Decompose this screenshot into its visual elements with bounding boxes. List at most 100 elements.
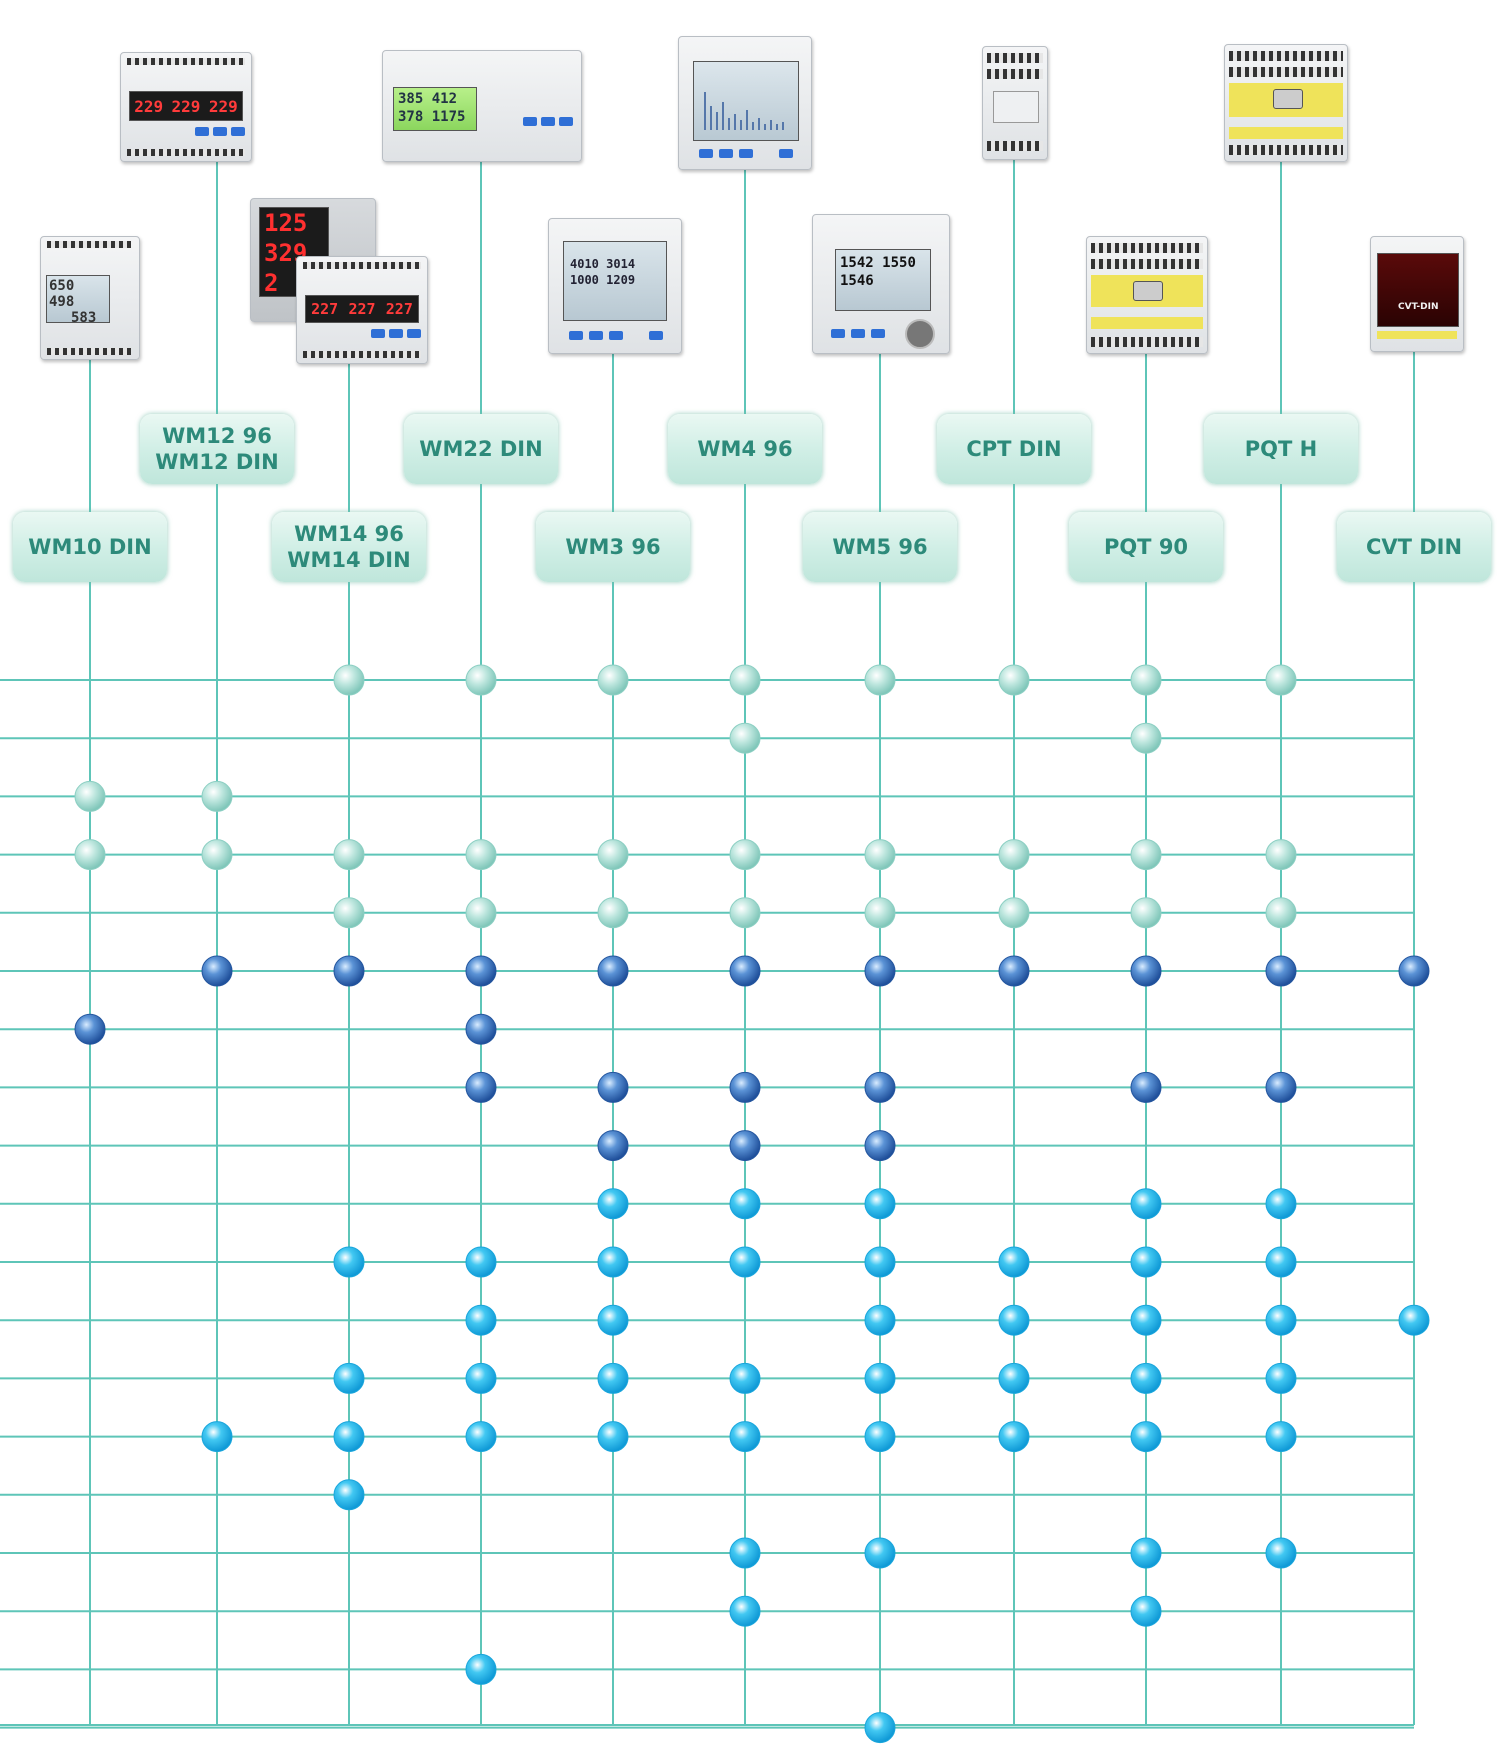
- label-wm5: WM5 96: [803, 512, 957, 582]
- feature-dot-pqth-row-10: [1265, 1188, 1297, 1220]
- wm5-readout-1: 1542: [840, 255, 874, 271]
- feature-dot-pqt90-row-4: [1130, 839, 1162, 871]
- feature-dot-pqth-row-14: [1265, 1421, 1297, 1453]
- feature-dot-wm14-row-4: [333, 839, 365, 871]
- device-button: [719, 149, 733, 158]
- label-cvt: CVT DIN: [1337, 512, 1491, 582]
- feature-dot-wm14-row-6: [333, 955, 365, 987]
- wm12-din-device: 229 229 229: [120, 52, 252, 162]
- feature-dot-wm10-row-3: [74, 780, 106, 812]
- wm4-display: [693, 61, 799, 141]
- feature-dot-pqth-row-12: [1265, 1304, 1297, 1336]
- feature-dot-wm5-row-10: [864, 1188, 896, 1220]
- device-button: [699, 149, 713, 158]
- feature-dot-pqth-row-8: [1265, 1071, 1297, 1103]
- feature-dot-wm12-row-4: [201, 839, 233, 871]
- feature-dot-wm4-row-6: [729, 955, 761, 987]
- feature-dot-wm4-row-11: [729, 1246, 761, 1278]
- feature-dot-pqth-row-5: [1265, 897, 1297, 929]
- feature-dot-wm4-row-10: [729, 1188, 761, 1220]
- feature-dot-wm5-row-19: [864, 1712, 896, 1744]
- label-wm5-line: WM5 96: [832, 535, 928, 559]
- feature-dot-wm4-row-1: [729, 664, 761, 696]
- feature-dot-cpt-row-6: [998, 955, 1030, 987]
- feature-dot-pqth-row-6: [1265, 955, 1297, 987]
- terminal-strip: [1091, 243, 1203, 253]
- label-wm4: WM4 96: [668, 414, 822, 484]
- wm10-din-device: 650 498 583: [40, 236, 140, 360]
- feature-dot-wm5-row-1: [864, 664, 896, 696]
- wm14-96-readout-1: 125: [264, 209, 308, 237]
- feature-dot-wm14-row-1: [333, 664, 365, 696]
- feature-dot-wm3-row-12: [597, 1304, 629, 1336]
- feature-dot-pqt90-row-5: [1130, 897, 1162, 929]
- device-button: [195, 127, 209, 136]
- feature-dot-wm4-row-16: [729, 1537, 761, 1569]
- device-button: [371, 329, 385, 338]
- wm10-display: 650 498 583: [46, 275, 110, 326]
- wm12-readout-3: 229: [208, 96, 238, 116]
- feature-dot-pqth-row-13: [1265, 1362, 1297, 1394]
- yellow-label: [1377, 331, 1457, 339]
- device-button: [213, 127, 227, 136]
- feature-dot-wm4-row-8: [729, 1071, 761, 1103]
- feature-dot-wm4-row-9: [729, 1130, 761, 1162]
- feature-dot-wm14-row-14: [333, 1421, 365, 1453]
- cvt-din-device: CVT-DIN: [1370, 236, 1464, 352]
- yellow-label: [1229, 127, 1343, 139]
- feature-dot-wm22-row-7: [465, 1013, 497, 1045]
- device-button: [851, 329, 865, 338]
- feature-dot-wm22-row-18: [465, 1653, 497, 1685]
- terminal-strip: [127, 58, 245, 65]
- device-button: [559, 117, 573, 126]
- feature-dot-wm5-row-8: [864, 1071, 896, 1103]
- terminal-strip: [1229, 51, 1343, 61]
- feature-dot-pqt90-row-12: [1130, 1304, 1162, 1336]
- feature-dot-pqt90-row-11: [1130, 1246, 1162, 1278]
- feature-dot-wm5-row-13: [864, 1362, 896, 1394]
- wm14-din-device: 227 227 227: [296, 256, 428, 364]
- serial-port-icon: [1133, 281, 1163, 301]
- wm14-din-display: 227 227 227: [305, 295, 419, 323]
- device-button: [541, 117, 555, 126]
- feature-dot-pqt90-row-13: [1130, 1362, 1162, 1394]
- device-button: [523, 117, 537, 126]
- label-cvt-line: CVT DIN: [1365, 535, 1463, 559]
- feature-dot-wm14-row-11: [333, 1246, 365, 1278]
- feature-dot-wm3-row-4: [597, 839, 629, 871]
- feature-dot-wm12-row-3: [201, 780, 233, 812]
- feature-dot-wm3-row-8: [597, 1071, 629, 1103]
- terminal-strip: [47, 241, 131, 248]
- feature-dot-wm3-row-5: [597, 897, 629, 929]
- feature-dot-wm3-row-9: [597, 1130, 629, 1162]
- feature-dot-wm3-row-11: [597, 1246, 629, 1278]
- feature-dot-wm22-row-13: [465, 1362, 497, 1394]
- terminal-strip: [47, 348, 131, 355]
- feature-dot-cpt-row-12: [998, 1304, 1030, 1336]
- cvt-panel-label: CVT-DIN: [1398, 302, 1439, 312]
- label-wm3-line: WM3 96: [565, 535, 661, 559]
- device-button: [649, 331, 663, 340]
- feature-dot-wm22-row-5: [465, 897, 497, 929]
- feature-dot-wm3-row-6: [597, 955, 629, 987]
- column-lines: [89, 158, 1415, 1725]
- wm14-din-readout-2: 227: [348, 300, 376, 318]
- feature-dot-wm3-row-1: [597, 664, 629, 696]
- wm12-readout-1: 229: [134, 96, 164, 116]
- wm5-readout-3: 1546: [840, 273, 874, 289]
- feature-dot-wm4-row-17: [729, 1595, 761, 1627]
- feature-dot-wm5-row-4: [864, 839, 896, 871]
- terminal-strip: [303, 262, 421, 269]
- wm3-readout-3: 1000: [570, 273, 599, 287]
- terminal-strip: [987, 141, 1043, 151]
- feature-dot-wm5-row-5: [864, 897, 896, 929]
- wm10-readout-1: 650: [49, 278, 75, 294]
- feature-dot-wm3-row-13: [597, 1362, 629, 1394]
- row-lines: [0, 679, 1414, 1729]
- device-button: [407, 329, 421, 338]
- wm22-readout-1: 385: [398, 91, 424, 107]
- wm14-din-readout-3: 227: [385, 300, 413, 318]
- terminal-strip: [1229, 67, 1343, 77]
- feature-dot-wm22-row-8: [465, 1071, 497, 1103]
